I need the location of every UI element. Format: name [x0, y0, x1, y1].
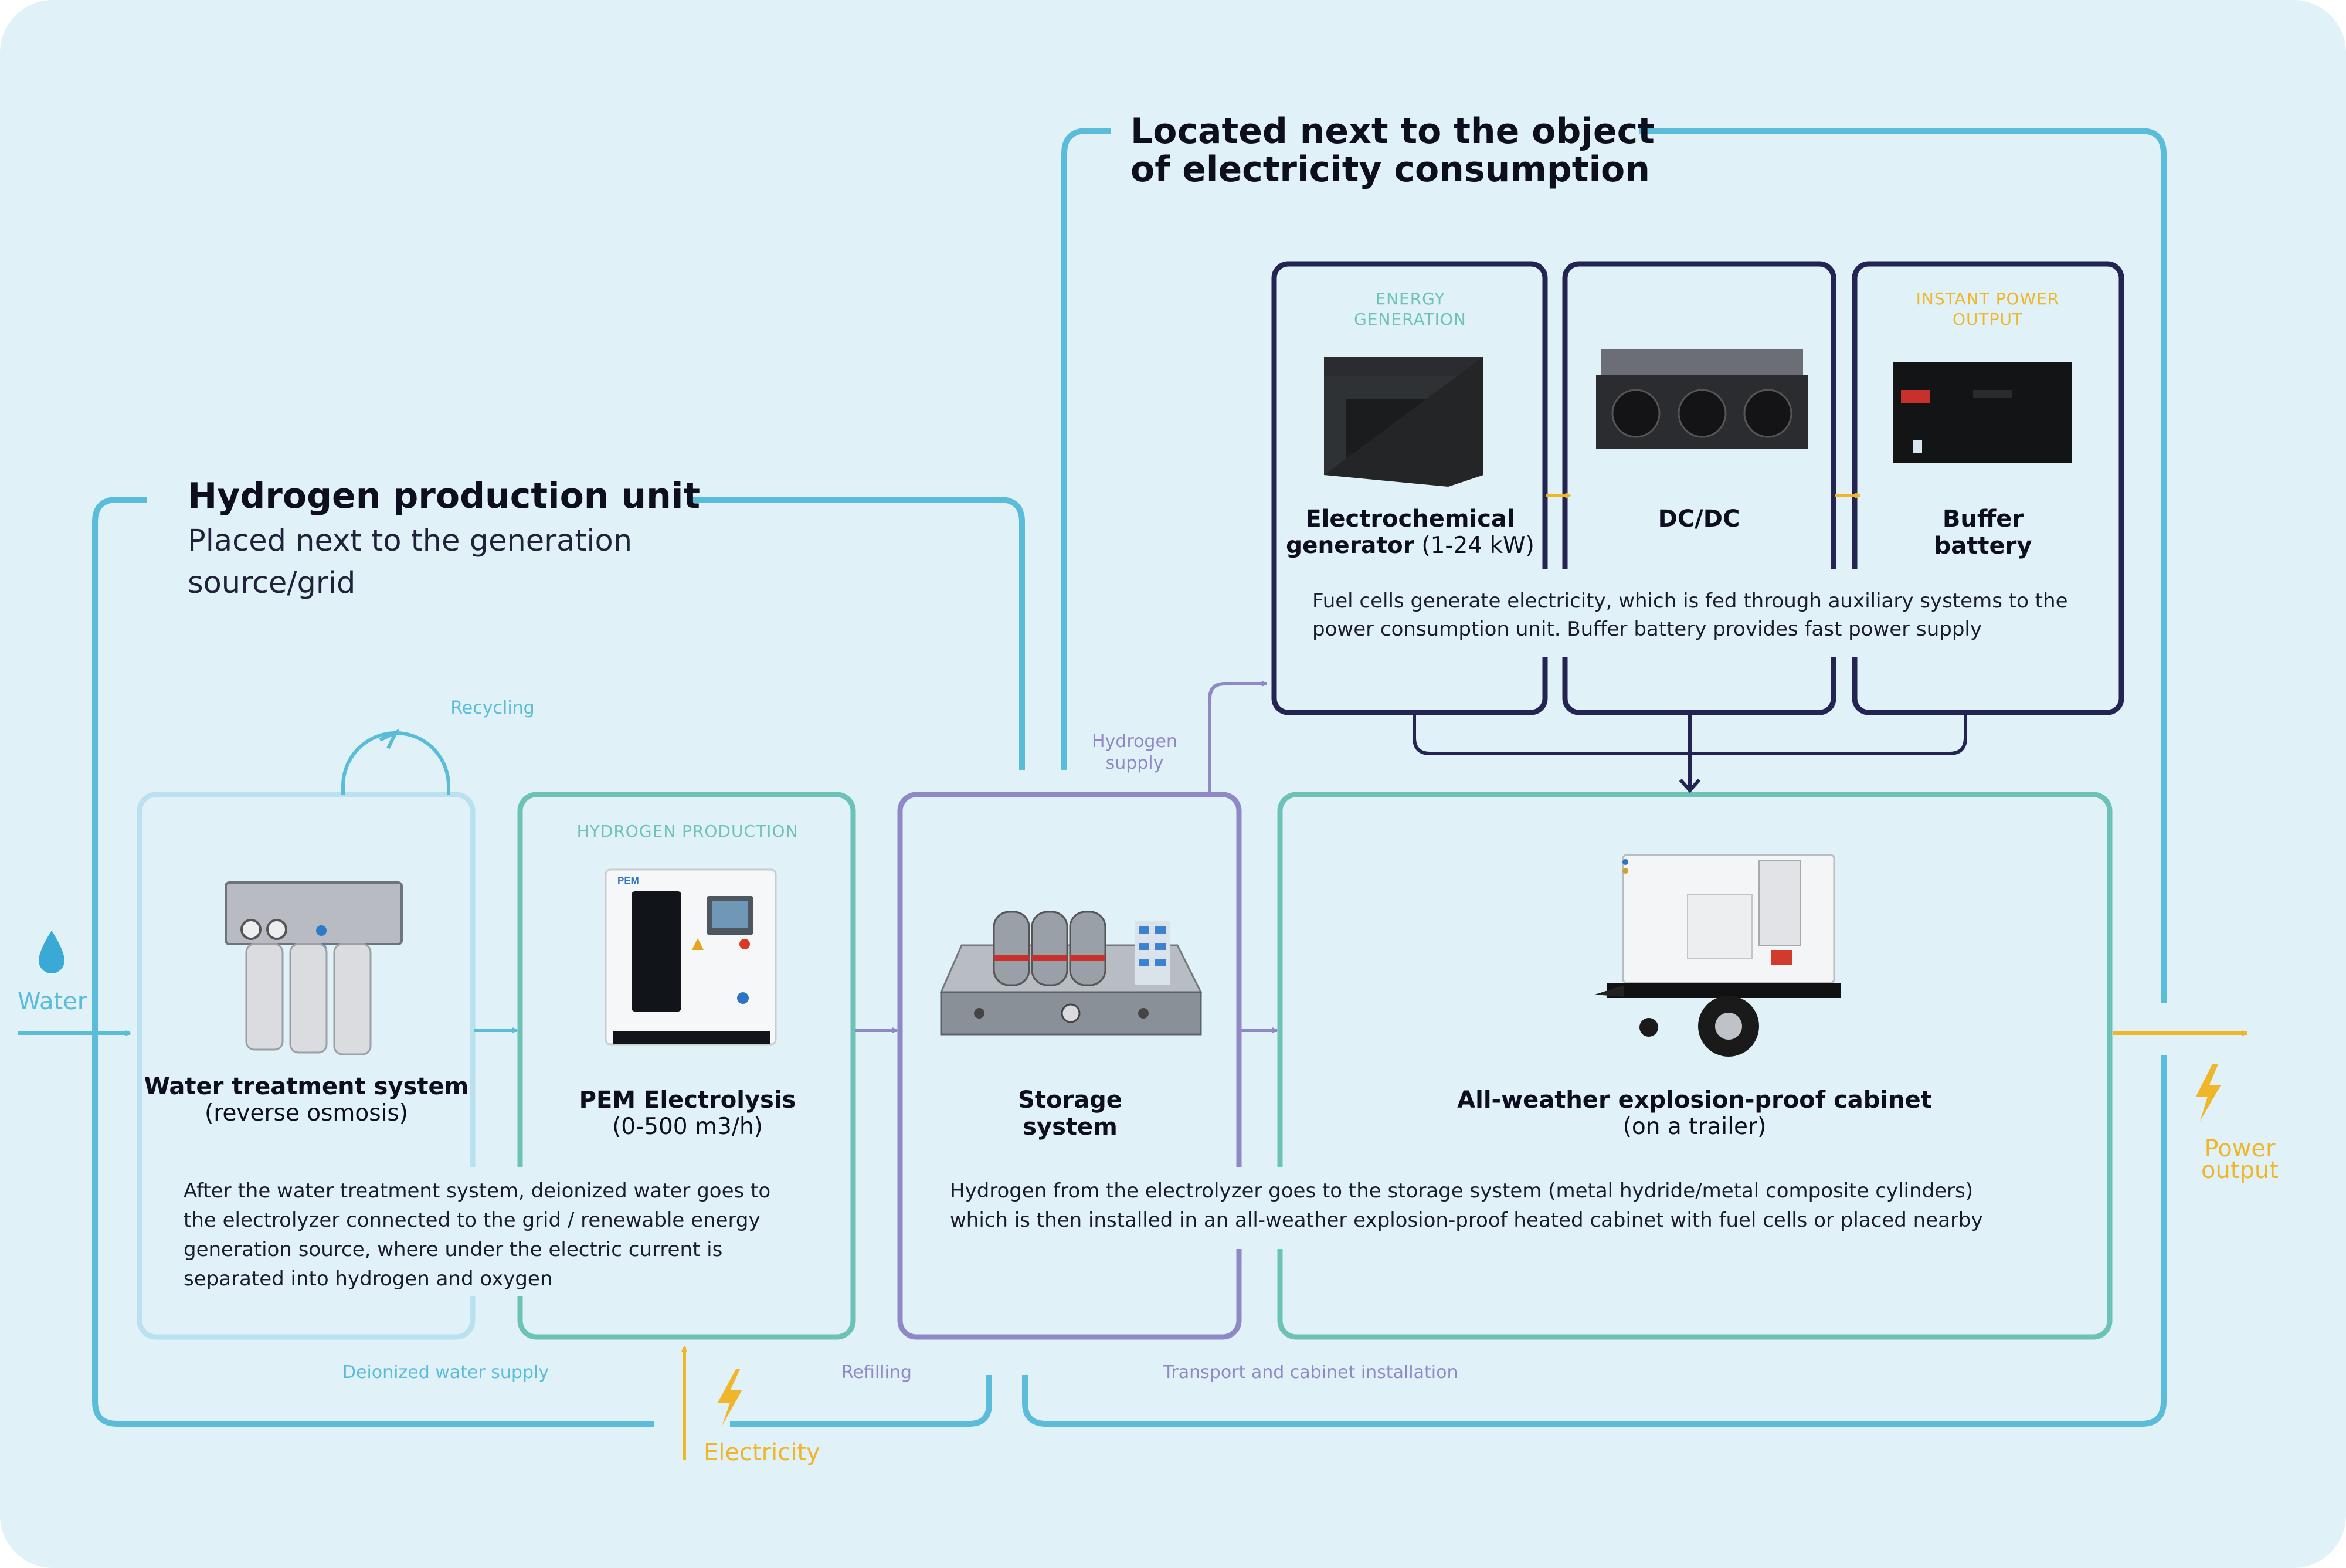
- storage-description-line1: Hydrogen from the electrolyzer goes to t…: [950, 1179, 1973, 1203]
- transport-label: Transport and cabinet installation: [1163, 1362, 1458, 1383]
- production-section-subtitle-line2: source/grid: [188, 566, 356, 600]
- refilling-line: [730, 1375, 992, 1427]
- generator-power-range: (1-24 kW): [1414, 532, 1534, 559]
- recycling-label: Recycling: [450, 698, 535, 718]
- generator-title-line1: Electrochemical: [1305, 505, 1515, 532]
- production-section-title: Hydrogen production unit: [188, 476, 701, 517]
- electricity-bolt-icon: [718, 1369, 742, 1426]
- generator-tag-line2: GENERATION: [1354, 310, 1466, 329]
- hydrogen-supply-arrow: [1208, 684, 1267, 795]
- transport-line: [1022, 1055, 2167, 1427]
- recycling-arrowhead: [379, 728, 400, 749]
- production-frame-right: [689, 497, 1025, 770]
- dc-dc-converter-icon: [1596, 349, 1808, 449]
- production-frame-left: [92, 497, 654, 1427]
- deionized-water-supply-label: Deionized water supply: [342, 1362, 549, 1383]
- storage-description-line2: which is then installed in an all-weathe…: [950, 1209, 1983, 1232]
- consumption-description-line1: Fuel cells generate electricity, which i…: [1312, 589, 2068, 613]
- storage-box: [897, 792, 1242, 1340]
- battery-tag-line1: INSTANT POWER: [1916, 289, 2060, 308]
- water-treatment-title: Water treatment system: [144, 1073, 469, 1100]
- consumption-description-line2: power consumption unit. Buffer battery p…: [1312, 617, 1982, 641]
- storage-title-line2: system: [1023, 1114, 1118, 1141]
- electrolysis-subtitle: (0-500 m3/h): [612, 1114, 763, 1140]
- cabinet-subtitle: (on a trailer): [1622, 1114, 1767, 1140]
- consumption-frame-left: [1061, 128, 1111, 770]
- production-description-line3: generation source, where under the elect…: [184, 1238, 723, 1261]
- hydrogen-supply-label-line2: supply: [1105, 753, 1164, 773]
- dcdc-box: [1562, 261, 1836, 715]
- electrolyzer-icon: PEM: [605, 868, 777, 1046]
- water-treatment-box: [137, 792, 476, 1340]
- production-description-line4: separated into hydrogen and oxygen: [184, 1267, 553, 1291]
- refilling-label: Refilling: [841, 1362, 912, 1383]
- electrolyzer-device-label: PEM: [617, 875, 639, 886]
- battery-box: [1852, 261, 2124, 715]
- cabinet-box: [1277, 792, 2113, 1340]
- consumption-section-title-line1: Located next to the object: [1130, 111, 1655, 152]
- water-drop-icon: [39, 931, 64, 973]
- water-filter-icon: [225, 881, 403, 1055]
- battery-tag-line2: OUTPUT: [1952, 310, 2024, 329]
- power-output-label-line1: Power: [2204, 1135, 2276, 1162]
- fuel-cell-generator-icon: [1324, 357, 1483, 487]
- water-treatment-subtitle: (reverse osmosis): [205, 1100, 408, 1126]
- storage-title-line1: Storage: [1018, 1087, 1122, 1114]
- cabinet-title: All-weather explosion-proof cabinet: [1457, 1087, 1932, 1114]
- battery-title-line1: Buffer: [1942, 505, 2024, 532]
- power-bolt-icon: [2196, 1064, 2221, 1121]
- production-section-subtitle-line1: Placed next to the generation: [188, 524, 633, 558]
- trailer-cabinet-icon: [1595, 854, 1841, 1057]
- electrolysis-title: PEM Electrolysis: [579, 1087, 796, 1114]
- power-output-label-line2: output: [2201, 1157, 2279, 1184]
- consumption-frame-right: [1639, 128, 2167, 1003]
- battery-cabinet-icon: [1893, 362, 2072, 463]
- production-description-line2: the electrolyzer connected to the grid /…: [184, 1209, 761, 1232]
- generator-tag-line1: ENERGY: [1375, 289, 1445, 308]
- hydrogen-supply-label-line1: Hydrogen: [1092, 731, 1177, 752]
- hydrogen-cylinders-icon: [939, 911, 1203, 1036]
- electricity-label: Electricity: [704, 1439, 820, 1466]
- generator-box: [1271, 261, 1548, 715]
- production-description-line1: After the water treatment system, deioni…: [184, 1179, 771, 1203]
- dcdc-title: DC/DC: [1658, 505, 1740, 532]
- water-label: Water: [18, 988, 87, 1015]
- generator-title-bold: generator: [1286, 532, 1414, 559]
- electrolysis-box: [517, 792, 856, 1340]
- generator-title-line2: generator (1-24 kW): [1278, 532, 1542, 559]
- electrolysis-tag: HYDROGEN PRODUCTION: [576, 822, 799, 841]
- consumption-section-title-line2: of electricity consumption: [1130, 149, 1650, 190]
- battery-title-line2: battery: [1934, 532, 2032, 559]
